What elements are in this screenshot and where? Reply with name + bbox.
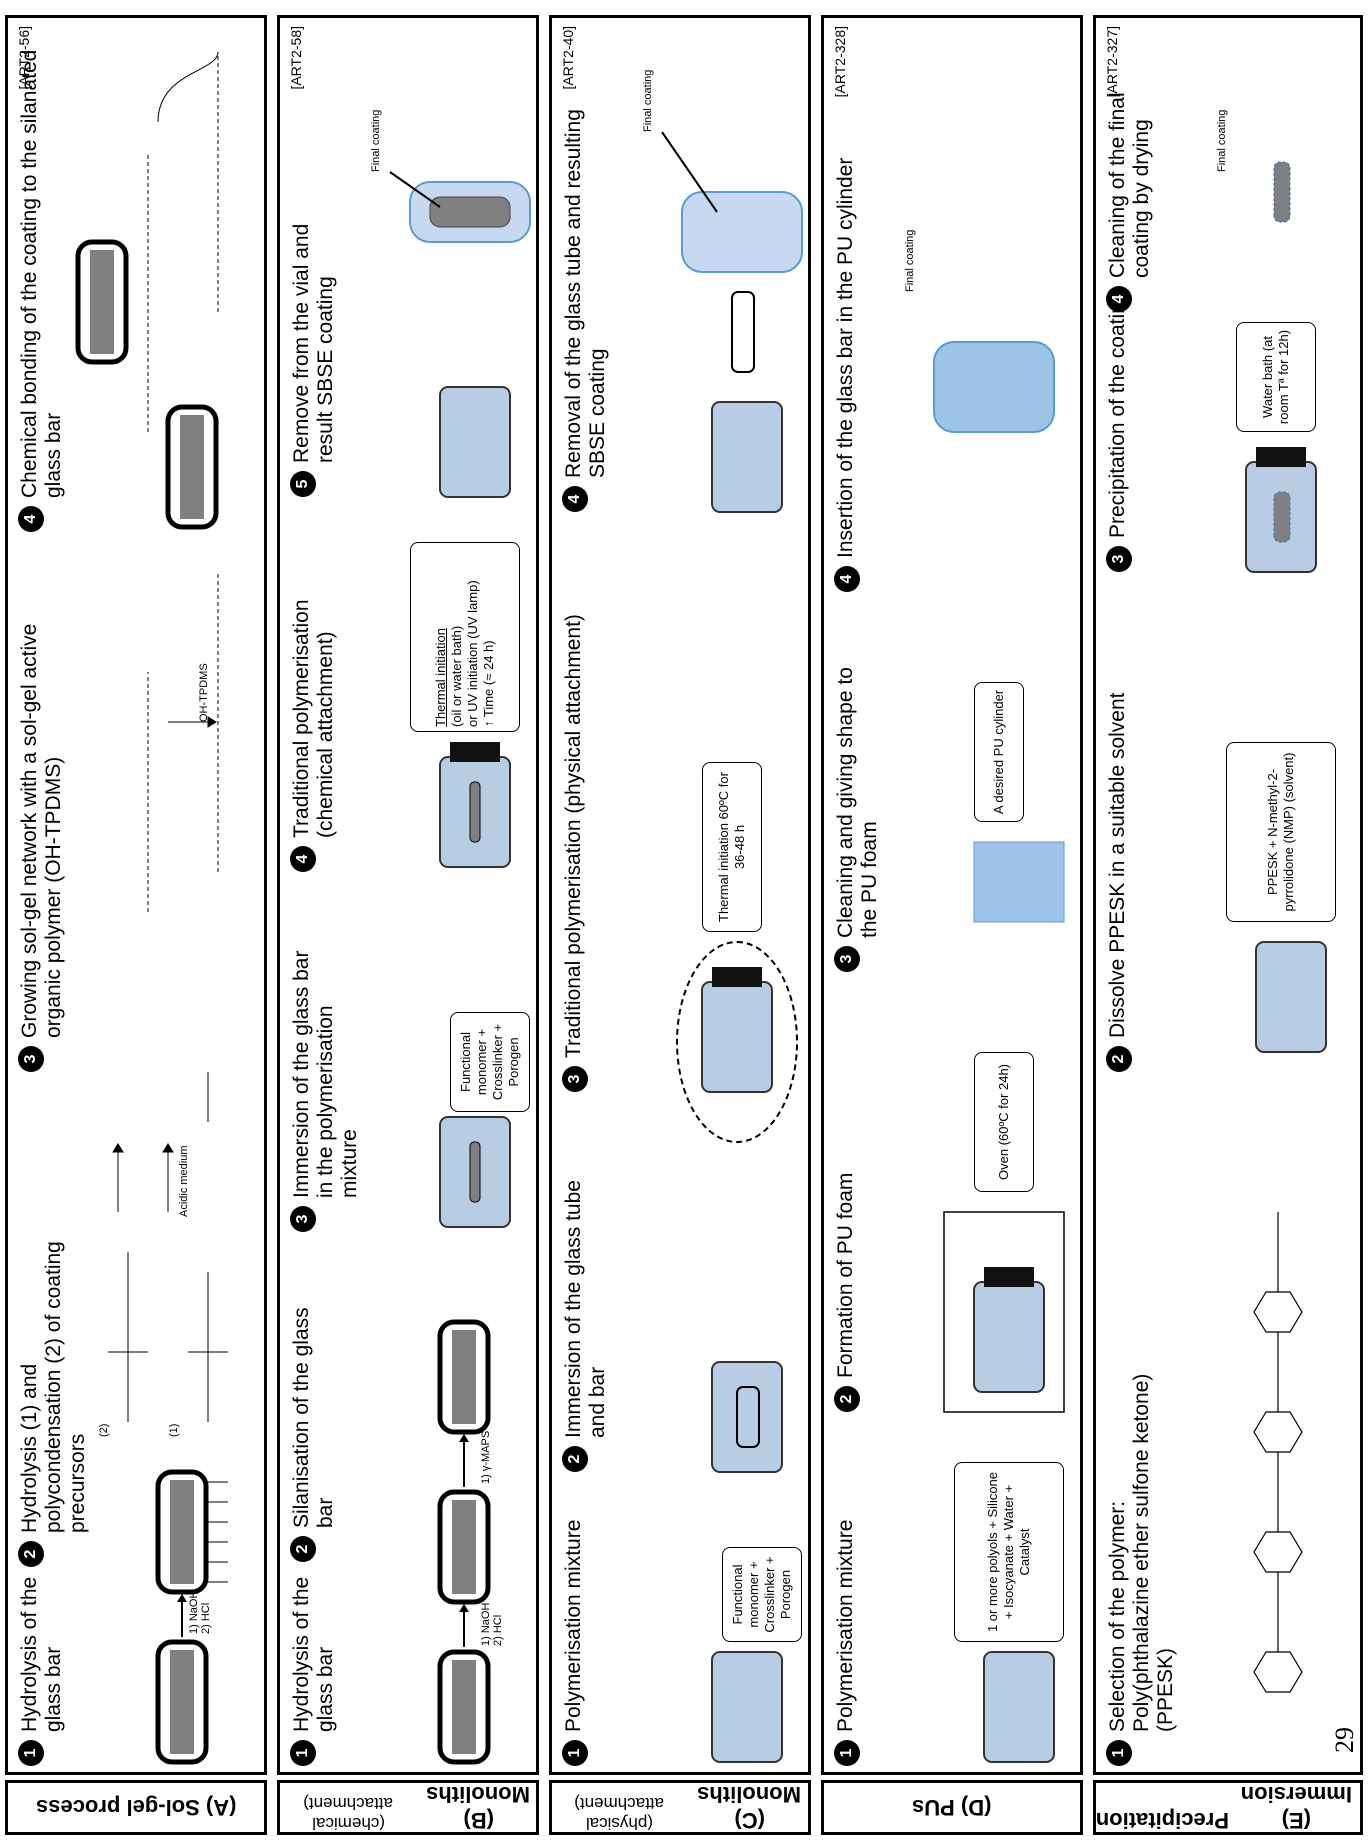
maps-label: 1) γ-MAPS — [480, 1431, 492, 1484]
panel-b: 1 Hydrolysis of the glass bar 2 Silanisa… — [277, 15, 539, 1775]
thermal-line-1: Thermal initiation — [433, 628, 449, 727]
panel-d-label: (D) PUs — [821, 1780, 1083, 1835]
thermal-line-2: (oil or water bath) — [449, 626, 465, 727]
panel-title: (C) Monoliths — [691, 1782, 808, 1834]
panel-a: 1 Hydrolysis of the glass bar 2 Hydrolys… — [5, 15, 267, 1775]
glass-bar-diagram-a — [8, 12, 270, 1772]
panel-title: (E) Immersion — [1233, 1782, 1360, 1834]
thermal-line-4: ↑ Time (≈ 24 h) — [481, 640, 497, 727]
panel-title: (D) PUs — [912, 1796, 991, 1821]
panel-a-label: (A) Sol-gel process — [5, 1780, 267, 1835]
water-bath-box: Water bath (at room Tª for 12h) — [1236, 322, 1316, 432]
final-coating-label: Final coating — [642, 70, 654, 132]
panel-title: (B) Monoliths — [421, 1782, 536, 1834]
reagents-label: 1) NaOH 2) HCl — [480, 1603, 504, 1646]
cylinder-box: A desired PU cylinder — [974, 682, 1024, 822]
panel-d: 1 Polymerisation mixture 2 Formation of … — [821, 15, 1083, 1775]
panel-subtitle: Precipitation — [1096, 1782, 1229, 1834]
process-diagram-c — [552, 12, 814, 1772]
panel-b-label: (B) Monoliths (chemical attachment) — [277, 1780, 539, 1835]
tpdms-label: OH-TPDMS — [198, 663, 210, 722]
panel-c: 1 Polymerisation mixture 2 Immersion of … — [549, 15, 811, 1775]
final-coating-label: Final coating — [1216, 110, 1228, 172]
mixture-box: Functional monomer + Crosslinker + Porog… — [450, 1012, 530, 1112]
panel-subtitle: (chemical attachment) — [280, 1782, 417, 1834]
solvent-box: PPESK + N-methyl-2-pyrrolidone (NMP) (so… — [1226, 742, 1336, 922]
thermal-line-3: or UV initiation (UV lamp) — [465, 580, 481, 727]
mixture-box: Functional monomer + Crosslinker + Porog… — [722, 1547, 802, 1642]
reagents-label: 1) NaOH 2) HCl — [188, 1591, 212, 1634]
thermal-box: Thermal initiation 60ºC for 36-48 h — [702, 762, 762, 932]
panel-e-label: (E) Immersion Precipitation — [1093, 1780, 1363, 1835]
process-diagram-b — [280, 12, 542, 1772]
label-1: (1) — [168, 1424, 180, 1437]
panel-title: (A) Sol-gel process — [36, 1796, 236, 1821]
panel-c-label: (C) Monoliths (physical attachment) — [549, 1780, 811, 1835]
final-coating-label: Final coating — [370, 110, 382, 172]
panel-e: 1 Selection of the polymer: Poly(phthala… — [1093, 15, 1363, 1775]
label-2: (2) — [98, 1424, 110, 1437]
oven-box: Oven (60ºC for 24h) — [974, 1052, 1034, 1192]
page-number: 29 — [1330, 1727, 1360, 1753]
thermal-box: Thermal initiation (oil or water bath) o… — [410, 542, 520, 732]
acidic-label: Acidic medium — [178, 1145, 190, 1217]
panel-subtitle: (physical attachment) — [552, 1782, 687, 1834]
final-coating-label: Final coating — [904, 230, 916, 292]
mixture-box: 1 or more polyols + Silicone + Isocyanat… — [954, 1462, 1064, 1642]
